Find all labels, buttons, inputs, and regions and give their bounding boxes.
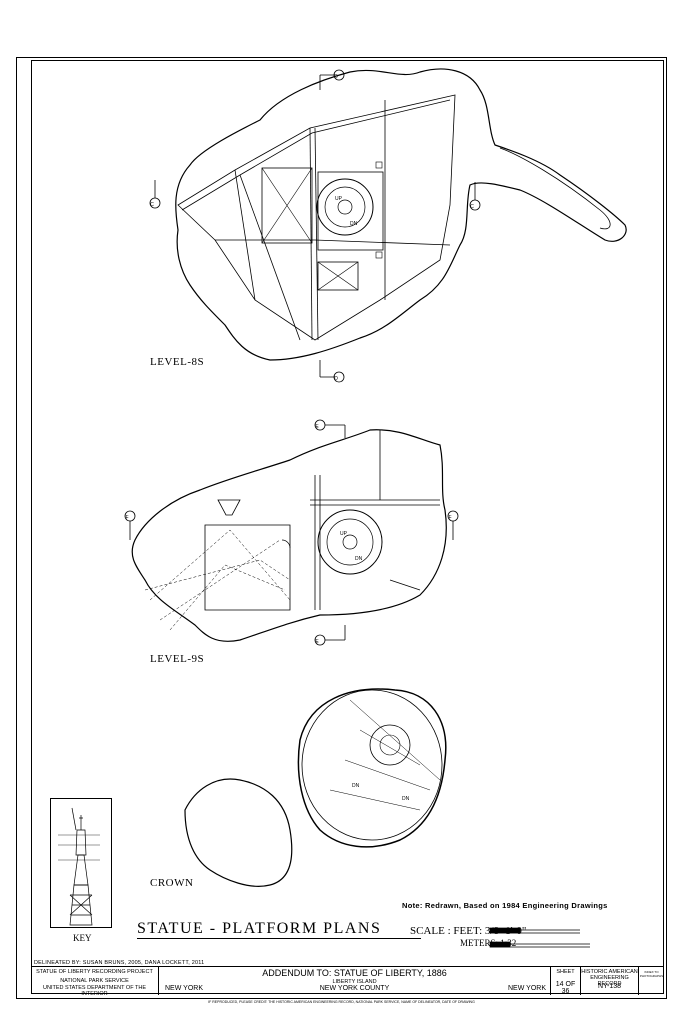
tb-agency-cell: STATUE OF LIBERTY RECORDING PROJECT NATI… (31, 967, 159, 997)
sheet-title: STATUE - PLATFORM PLANS (137, 920, 422, 939)
label-level-8s: LEVEL-8S (150, 356, 205, 368)
tb-sheet-value: 14 OF 36 (555, 981, 576, 995)
crown-plan (297, 688, 447, 848)
label-crown: CROWN (150, 877, 194, 889)
level-8s-outline (175, 68, 627, 361)
tb-sheet-label: SHEET (556, 969, 575, 975)
tb-name: ADDENDUM TO: STATUE OF LIBERTY, 1886 (262, 968, 447, 978)
tb-name-cell: ADDENDUM TO: STATUE OF LIBERTY, 1886 LIB… (159, 967, 551, 995)
mark-c-right: C (470, 204, 474, 210)
tb-small-cell: INDEX TO PHOTOGRAPHS (639, 967, 664, 995)
footer-credit: IF REPRODUCED, PLEASE CREDIT: THE HISTOR… (208, 1000, 475, 1004)
stair-up-9: UP (340, 531, 348, 537)
tb-state-right: NEW YORK (508, 985, 546, 992)
tb-small-box: INDEX TO PHOTOGRAPHS (639, 970, 664, 978)
tb-record-cell: HISTORIC AMERICAN ENGINEERING RECORD NY-… (581, 967, 639, 995)
tb-record-no: NY-138 (597, 983, 622, 990)
scale-meters: METERS: 1:32 (460, 938, 517, 948)
stair-dn-8: DN (350, 221, 358, 227)
title-block: STATUE OF LIBERTY RECORDING PROJECT NATI… (31, 966, 664, 997)
tb-sheet-cell: SHEET 14 OF 36 (551, 967, 581, 995)
tb-agency1: NATIONAL PARK SERVICE (60, 978, 129, 984)
scale-feet: SCALE : FEET: 3/8=1'-0" (410, 925, 527, 937)
mark-e-top: E (315, 424, 319, 430)
mark-d-top: D (334, 74, 338, 80)
tb-agency2: UNITED STATES DEPARTMENT OF THE INTERIOR (43, 985, 146, 997)
key-statue-icon (69, 807, 93, 926)
outer-border (16, 57, 667, 999)
stair-dn-9: DN (355, 556, 363, 562)
mark-c-left: C (150, 202, 154, 208)
stair-dn-crown-2: DN (402, 796, 410, 802)
mark-f-left: F (125, 515, 128, 521)
key-box (50, 798, 112, 928)
tb-project: STATUE OF LIBERTY RECORDING PROJECT (36, 969, 153, 975)
drawing-note: Note: Redrawn, Based on 1984 Engineering… (402, 901, 608, 910)
delineator-credit: DELINEATED BY: SUSAN BRUNS, 2005, DANA L… (34, 960, 205, 966)
mark-f-right: F (448, 515, 451, 521)
tb-state-left: NEW YORK (165, 985, 203, 992)
label-level-9s: LEVEL-9S (150, 653, 205, 665)
crown-outline (184, 778, 293, 887)
tb-location: LIBERTY ISLAND (332, 979, 377, 985)
mark-d-bottom: D (334, 376, 338, 382)
mark-e-bottom: E (315, 639, 319, 645)
tb-record2: ENGINEERING RECORD (590, 975, 629, 987)
tb-county: NEW YORK COUNTY (319, 985, 390, 992)
label-key: KEY (73, 933, 92, 943)
level-9s-outline (131, 429, 447, 642)
tb-record1: HISTORIC AMERICAN (581, 969, 638, 975)
stair-dn-crown-1: DN (352, 783, 360, 789)
stair-up-8: UP (335, 196, 343, 202)
inner-border (31, 60, 664, 994)
